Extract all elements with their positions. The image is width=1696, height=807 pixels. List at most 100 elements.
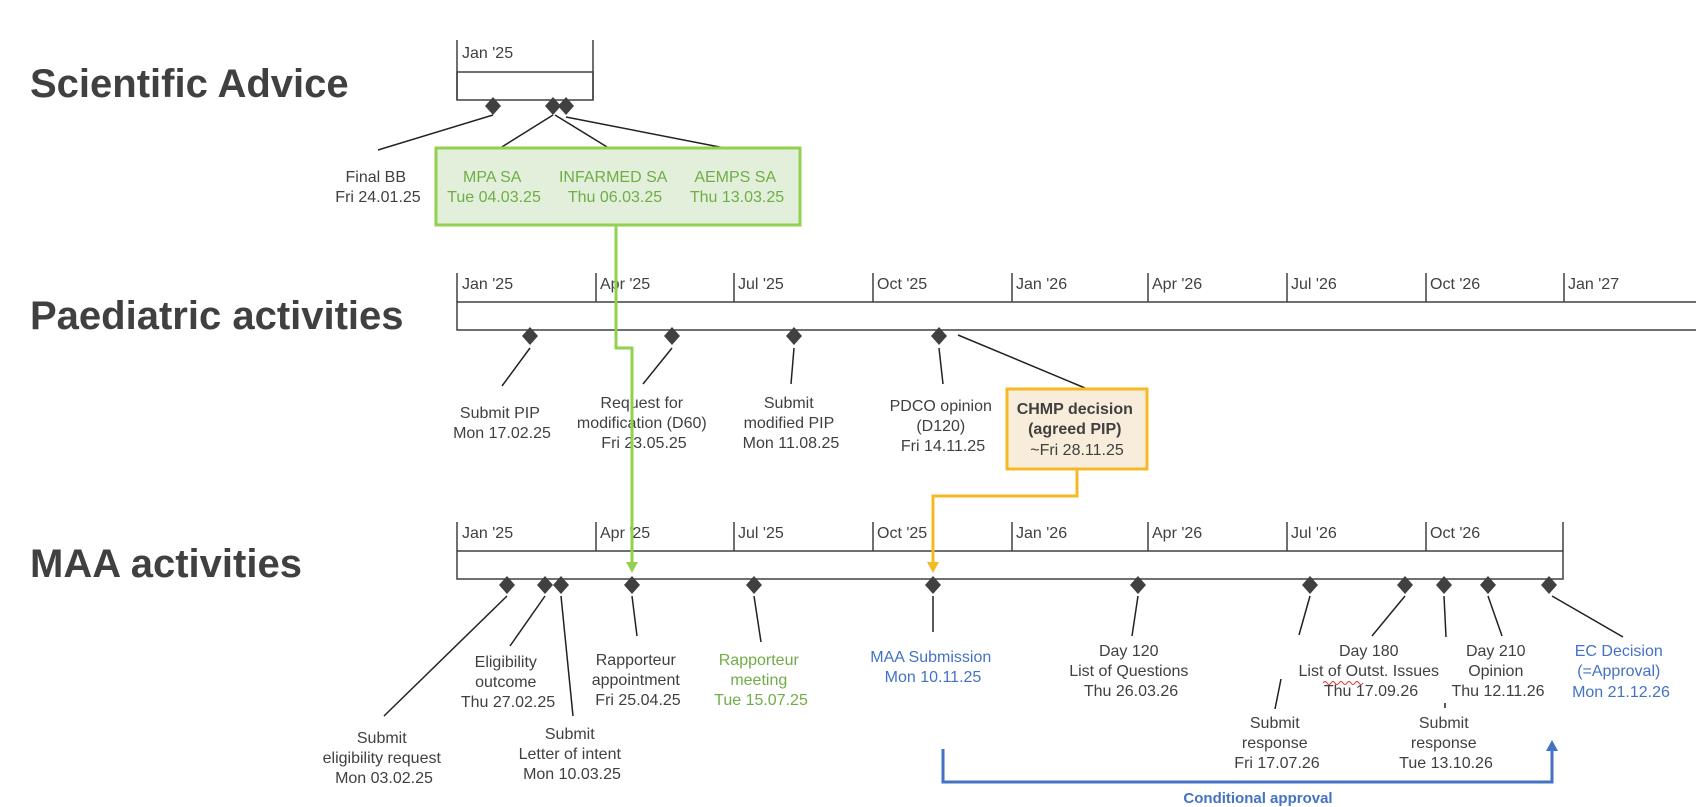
maa-connector bbox=[1487, 595, 1503, 637]
maa-connector bbox=[1551, 595, 1624, 638]
milestone-label-eligibility-outcome: Eligibility outcome Thu 27.02.25 bbox=[461, 654, 555, 711]
sa-highlight-box bbox=[434, 146, 802, 227]
paediatric-connector bbox=[501, 347, 531, 387]
milestone-label-rapporteur-appointment: Rapporteur appointment Fri 25.04.25 bbox=[592, 652, 685, 709]
maa-timeline: Jan '25 Apr '25 Jul '25 Oct '25 Jan '26 … bbox=[323, 522, 1670, 787]
tick-label: Jan '27 bbox=[1568, 276, 1619, 293]
milestone-label-chmp-decision: CHMP decision (agreed PIP) ~Fri 28.11.25 bbox=[1017, 401, 1138, 459]
paediatric-timeline: Jan '25 Apr '25 Jul '25 Oct '25 Jan '26 … bbox=[453, 273, 1696, 471]
milestone-diamond-icon bbox=[537, 576, 553, 594]
milestone-label-submit-letter-of-intent: Submit Letter of intent Mon 10.03.25 bbox=[519, 726, 626, 783]
maa-timeline-bar bbox=[456, 550, 1564, 580]
milestone-label-day-180: Day 180 List of Outst. Issues Thu 17.09.… bbox=[1299, 643, 1444, 700]
tick-label: Jan '26 bbox=[1016, 276, 1067, 293]
spellcheck-underline bbox=[1322, 681, 1364, 685]
maa-connector bbox=[631, 595, 638, 637]
milestone-label-request-for-modification: Request for modification (D60) Fri 23.05… bbox=[577, 395, 711, 452]
maa-connector bbox=[1298, 595, 1311, 636]
milestone-diamond-icon bbox=[485, 97, 501, 115]
tick-label: Jul '26 bbox=[1291, 276, 1337, 293]
tick-label: Oct '26 bbox=[1430, 276, 1480, 293]
sa-connector bbox=[565, 116, 736, 151]
maa-connector bbox=[753, 595, 762, 643]
milestone-diamond-icon bbox=[545, 97, 561, 115]
tick-label: Apr '25 bbox=[600, 525, 650, 542]
milestone-label-day-210: Day 210 Opinion Thu 12.11.26 bbox=[1451, 643, 1544, 700]
arrow-up-icon bbox=[1546, 740, 1558, 751]
tick-label: Apr '25 bbox=[600, 276, 650, 293]
tick-label: Jul '25 bbox=[738, 525, 784, 542]
milestone-label-day-120: Day 120 List of Questions Thu 26.03.26 bbox=[1069, 643, 1193, 700]
paediatric-timeline-bar bbox=[456, 301, 1696, 331]
tick-label: Oct '25 bbox=[877, 525, 927, 542]
section-title-paediatric-activities: Paediatric activities bbox=[30, 294, 404, 338]
milestone-diamond-icon bbox=[931, 327, 947, 345]
milestone-diamond-icon bbox=[624, 576, 640, 594]
tick-label: Jul '25 bbox=[738, 276, 784, 293]
milestone-diamond-icon bbox=[553, 576, 569, 594]
milestone-diamond-icon bbox=[1302, 576, 1318, 594]
milestone-label-pdco-opinion: PDCO opinion (D120) Fri 14.11.25 bbox=[890, 398, 997, 455]
milestone-diamond-icon bbox=[746, 576, 762, 594]
milestone-label-submit-pip: Submit PIP Mon 17.02.25 bbox=[453, 405, 551, 442]
milestone-label-final-bb: Final BB Fri 24.01.25 bbox=[335, 169, 420, 206]
paediatric-ticks: Jan '25 Apr '25 Jul '25 Oct '25 Jan '26 … bbox=[456, 273, 1619, 302]
paediatric-connector bbox=[957, 334, 1086, 389]
milestone-diamond-icon bbox=[1130, 576, 1146, 594]
tick-label: Apr '26 bbox=[1152, 525, 1202, 542]
tick-label: Oct '25 bbox=[877, 276, 927, 293]
milestone-diamond-icon bbox=[558, 97, 574, 115]
sa-tick-label: Jan '25 bbox=[462, 45, 513, 62]
milestone-diamond-icon bbox=[1436, 576, 1452, 594]
maa-connector bbox=[509, 595, 546, 647]
maa-ticks: Jan '25 Apr '25 Jul '25 Oct '25 Jan '26 … bbox=[456, 522, 1564, 551]
sa-timeline: Jan '25 Final BB Fri 24.01.25 MPA SA Tue… bbox=[335, 40, 802, 227]
tick-label: Oct '26 bbox=[1430, 525, 1480, 542]
milestone-label-mpa-sa: MPA SA Tue 04.03.25 bbox=[447, 169, 541, 206]
tick-label: Jan '25 bbox=[462, 276, 513, 293]
arrow-down-icon bbox=[626, 562, 638, 573]
section-title-maa-activities: MAA activities bbox=[30, 542, 302, 586]
orange-dependency-arrow bbox=[931, 469, 1079, 565]
milestone-label-maa-submission: MAA Submission Mon 10.11.25 bbox=[870, 649, 995, 686]
milestone-diamond-icon bbox=[499, 576, 515, 594]
milestone-label-aemps-sa: AEMPS SA Thu 13.03.25 bbox=[690, 169, 784, 206]
conditional-approval-label: Conditional approval bbox=[1183, 790, 1332, 807]
tick-label: Apr '26 bbox=[1152, 276, 1202, 293]
tick-label: Jan '25 bbox=[462, 525, 513, 542]
milestone-label-submit-response-2: Submit response Tue 13.10.26 bbox=[1399, 715, 1493, 772]
milestone-label-ec-decision: EC Decision (=Approval) Mon 21.12.26 bbox=[1572, 643, 1670, 701]
milestone-diamond-icon bbox=[1397, 576, 1413, 594]
milestone-diamond-icon bbox=[925, 576, 941, 594]
maa-connector bbox=[560, 595, 574, 717]
milestone-diamond-icon bbox=[1541, 576, 1557, 594]
paediatric-connector bbox=[790, 347, 795, 385]
maa-connector bbox=[383, 595, 508, 717]
milestone-label-infarmed-sa: INFARMED SA Thu 06.03.25 bbox=[559, 169, 671, 206]
milestone-diamond-icon bbox=[664, 327, 680, 345]
tick-label: Jan '26 bbox=[1016, 525, 1067, 542]
conditional-approval-bracket bbox=[941, 747, 1554, 784]
arrow-down-icon bbox=[927, 562, 939, 573]
sa-connector bbox=[377, 114, 494, 151]
sa-connector bbox=[554, 114, 613, 151]
milestone-label-rapporteur-meeting: Rapporteur meeting Tue 15.07.25 bbox=[714, 652, 808, 709]
maa-connector bbox=[1131, 595, 1139, 637]
maa-connector bbox=[1274, 678, 1282, 710]
milestone-diamond-icon bbox=[1480, 576, 1496, 594]
milestone-diamond-icon bbox=[522, 327, 538, 345]
tick-label: Jul '26 bbox=[1291, 525, 1337, 542]
green-dependency-arrow bbox=[614, 225, 634, 565]
maa-connector bbox=[1371, 595, 1406, 637]
maa-connector bbox=[1443, 595, 1447, 638]
milestone-label-submit-response-1: Submit response Fri 17.07.26 bbox=[1234, 715, 1319, 772]
section-title-scientific-advice: Scientific Advice bbox=[30, 62, 349, 106]
paediatric-connector bbox=[938, 347, 944, 385]
milestone-diamond-icon bbox=[786, 327, 802, 345]
milestone-label-submit-modified-pip: Submit modified PIP Mon 11.08.25 bbox=[743, 395, 840, 452]
sa-connector bbox=[496, 114, 554, 151]
milestone-label-submit-eligibility-request: Submit eligibility request Mon 03.02.25 bbox=[323, 730, 446, 787]
paediatric-connector bbox=[642, 347, 673, 385]
